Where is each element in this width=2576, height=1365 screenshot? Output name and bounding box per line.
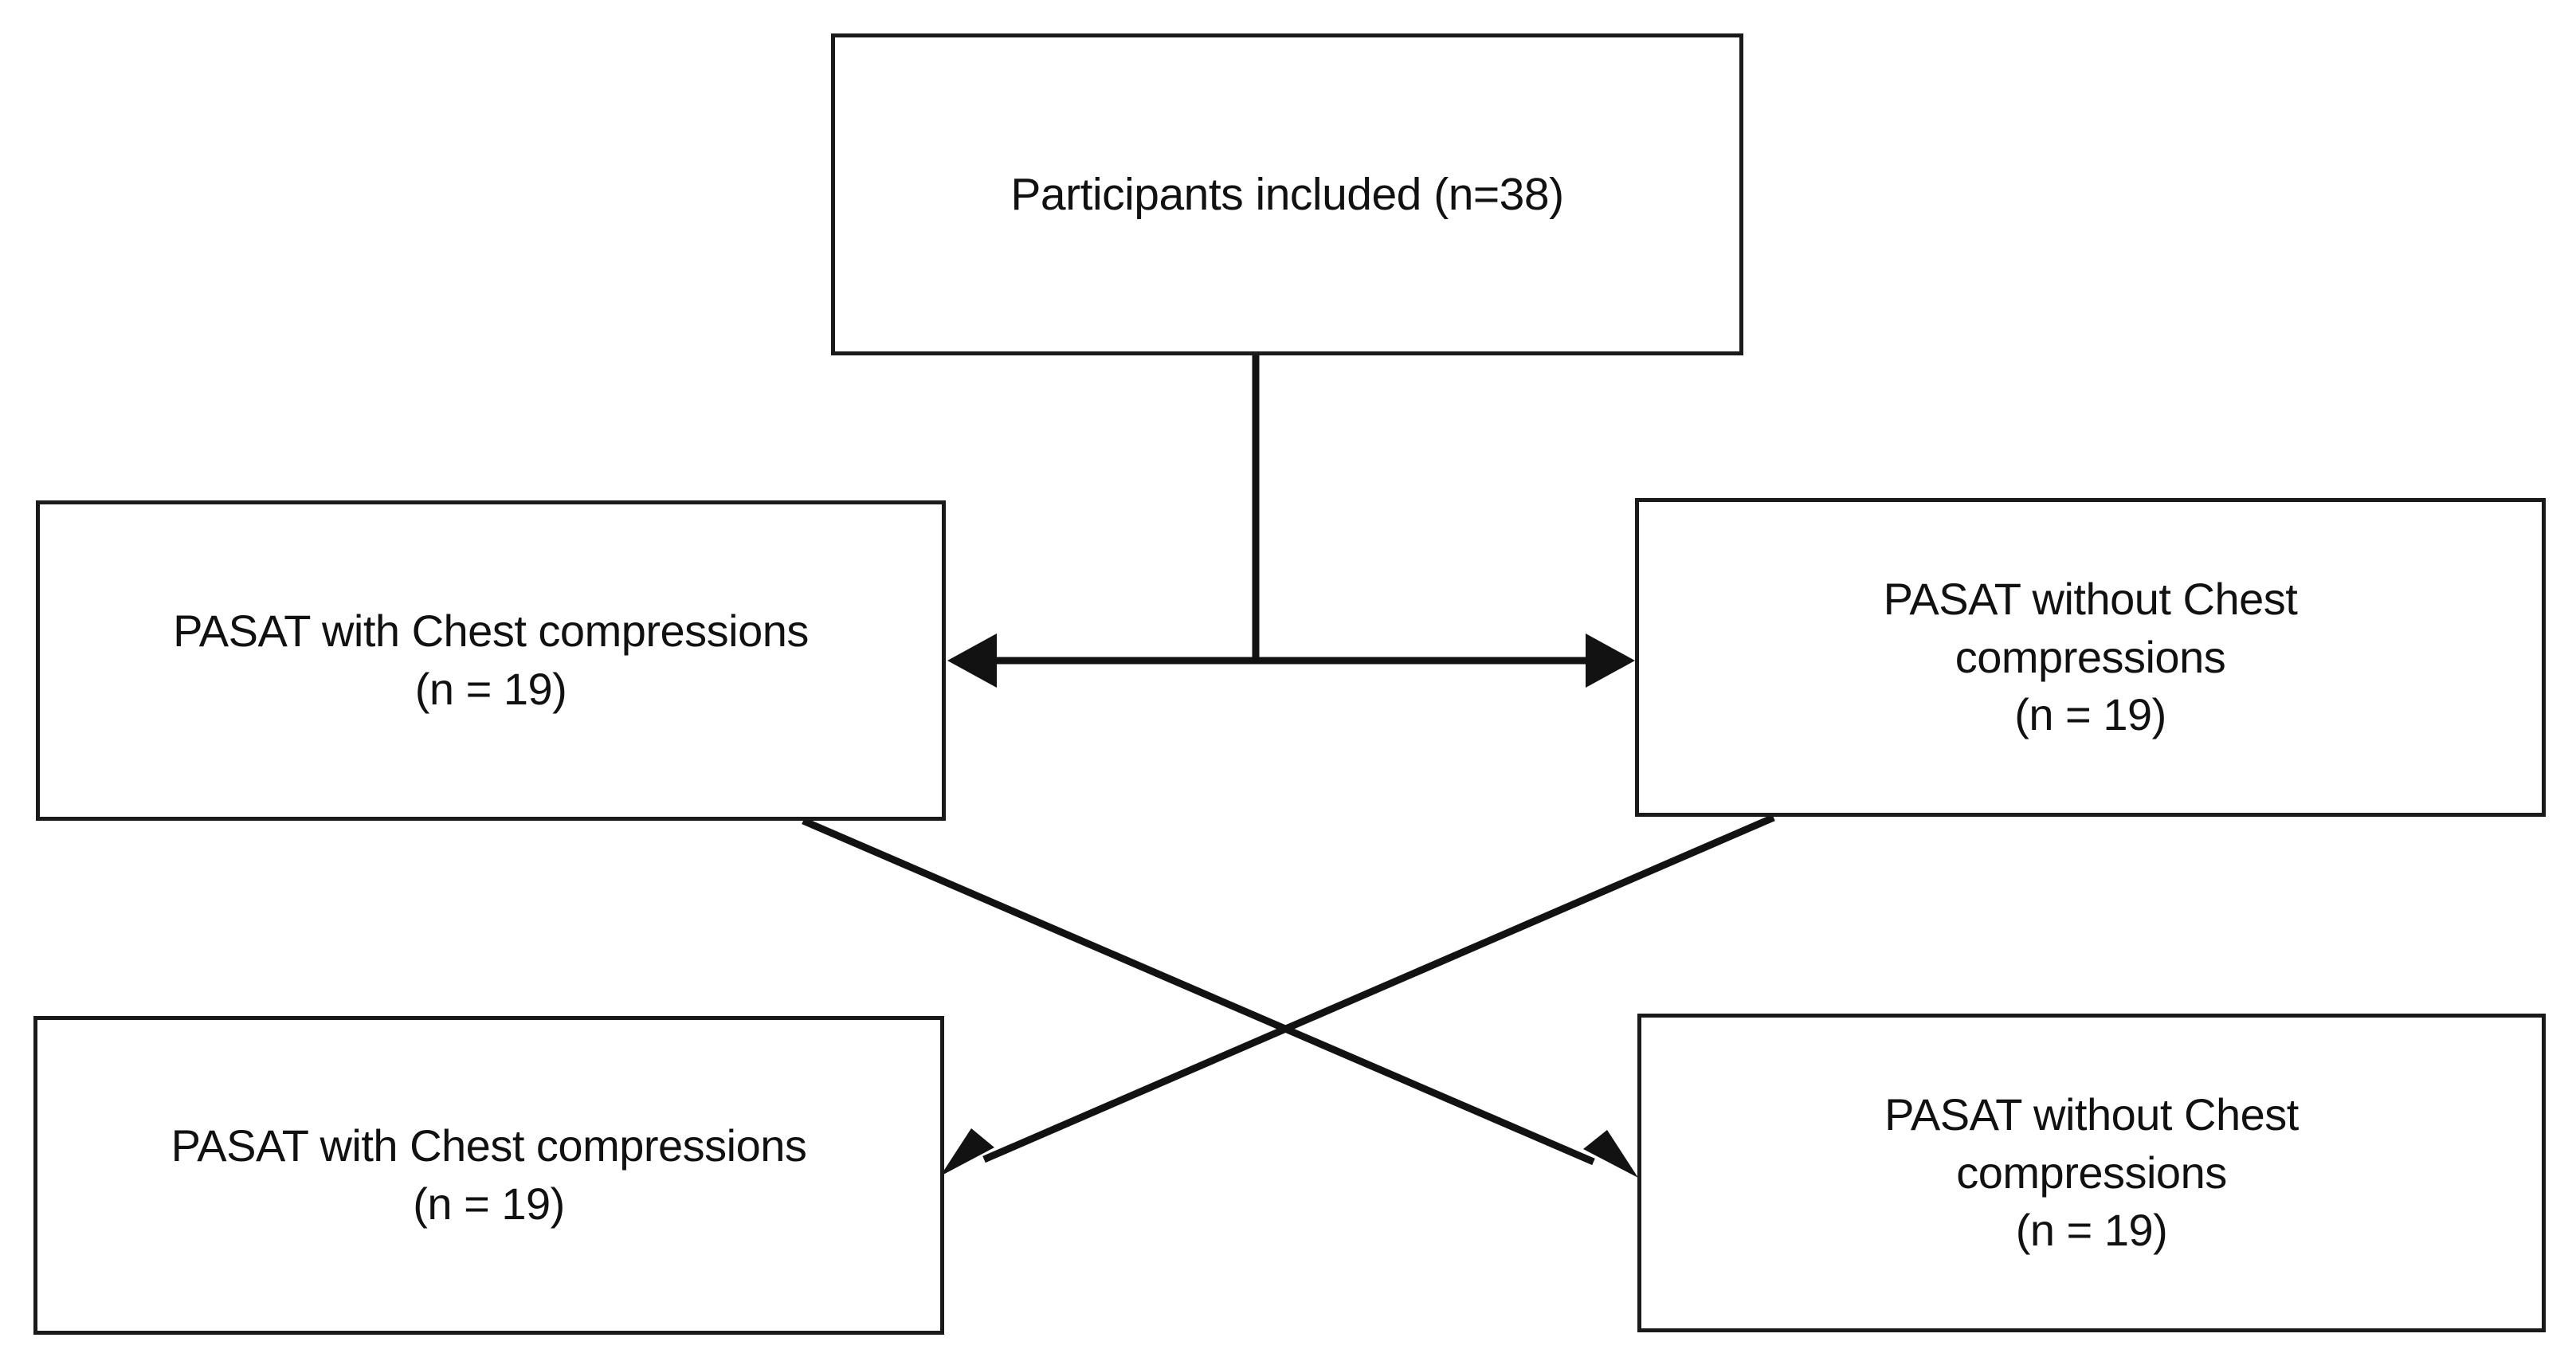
node-pasat-without-chest-compressions-allocation: PASAT without Chest compressions (n = 19… [1635, 498, 2546, 817]
arrowhead-bottom-left-crossover [940, 1128, 994, 1176]
node-participants-included: Participants included (n=38) [831, 33, 1743, 355]
arrowhead-left-allocation [947, 633, 997, 688]
arrowhead-right-allocation [1586, 633, 1635, 688]
arrowhead-bottom-right-crossover [1583, 1130, 1638, 1178]
node-pasat-without-chest-compressions-crossover-label: PASAT without Chest compressions (n = 19… [1884, 1088, 2299, 1256]
node-pasat-with-chest-compressions-allocation-label: PASAT with Chest compressions (n = 19) [173, 606, 809, 714]
node-pasat-without-chest-compressions-allocation-label: PASAT without Chest compressions (n = 19… [1883, 573, 2298, 740]
node-pasat-without-chest-compressions-crossover: PASAT without Chest compressions (n = 19… [1637, 1014, 2546, 1332]
node-participants-included-label: Participants included (n=38) [1010, 168, 1564, 220]
node-pasat-with-chest-compressions-crossover-label: PASAT with Chest compressions (n = 19) [171, 1120, 807, 1229]
node-pasat-with-chest-compressions-allocation: PASAT with Chest compressions (n = 19) [36, 500, 946, 821]
node-pasat-with-chest-compressions-crossover: PASAT with Chest compressions (n = 19) [33, 1016, 944, 1335]
